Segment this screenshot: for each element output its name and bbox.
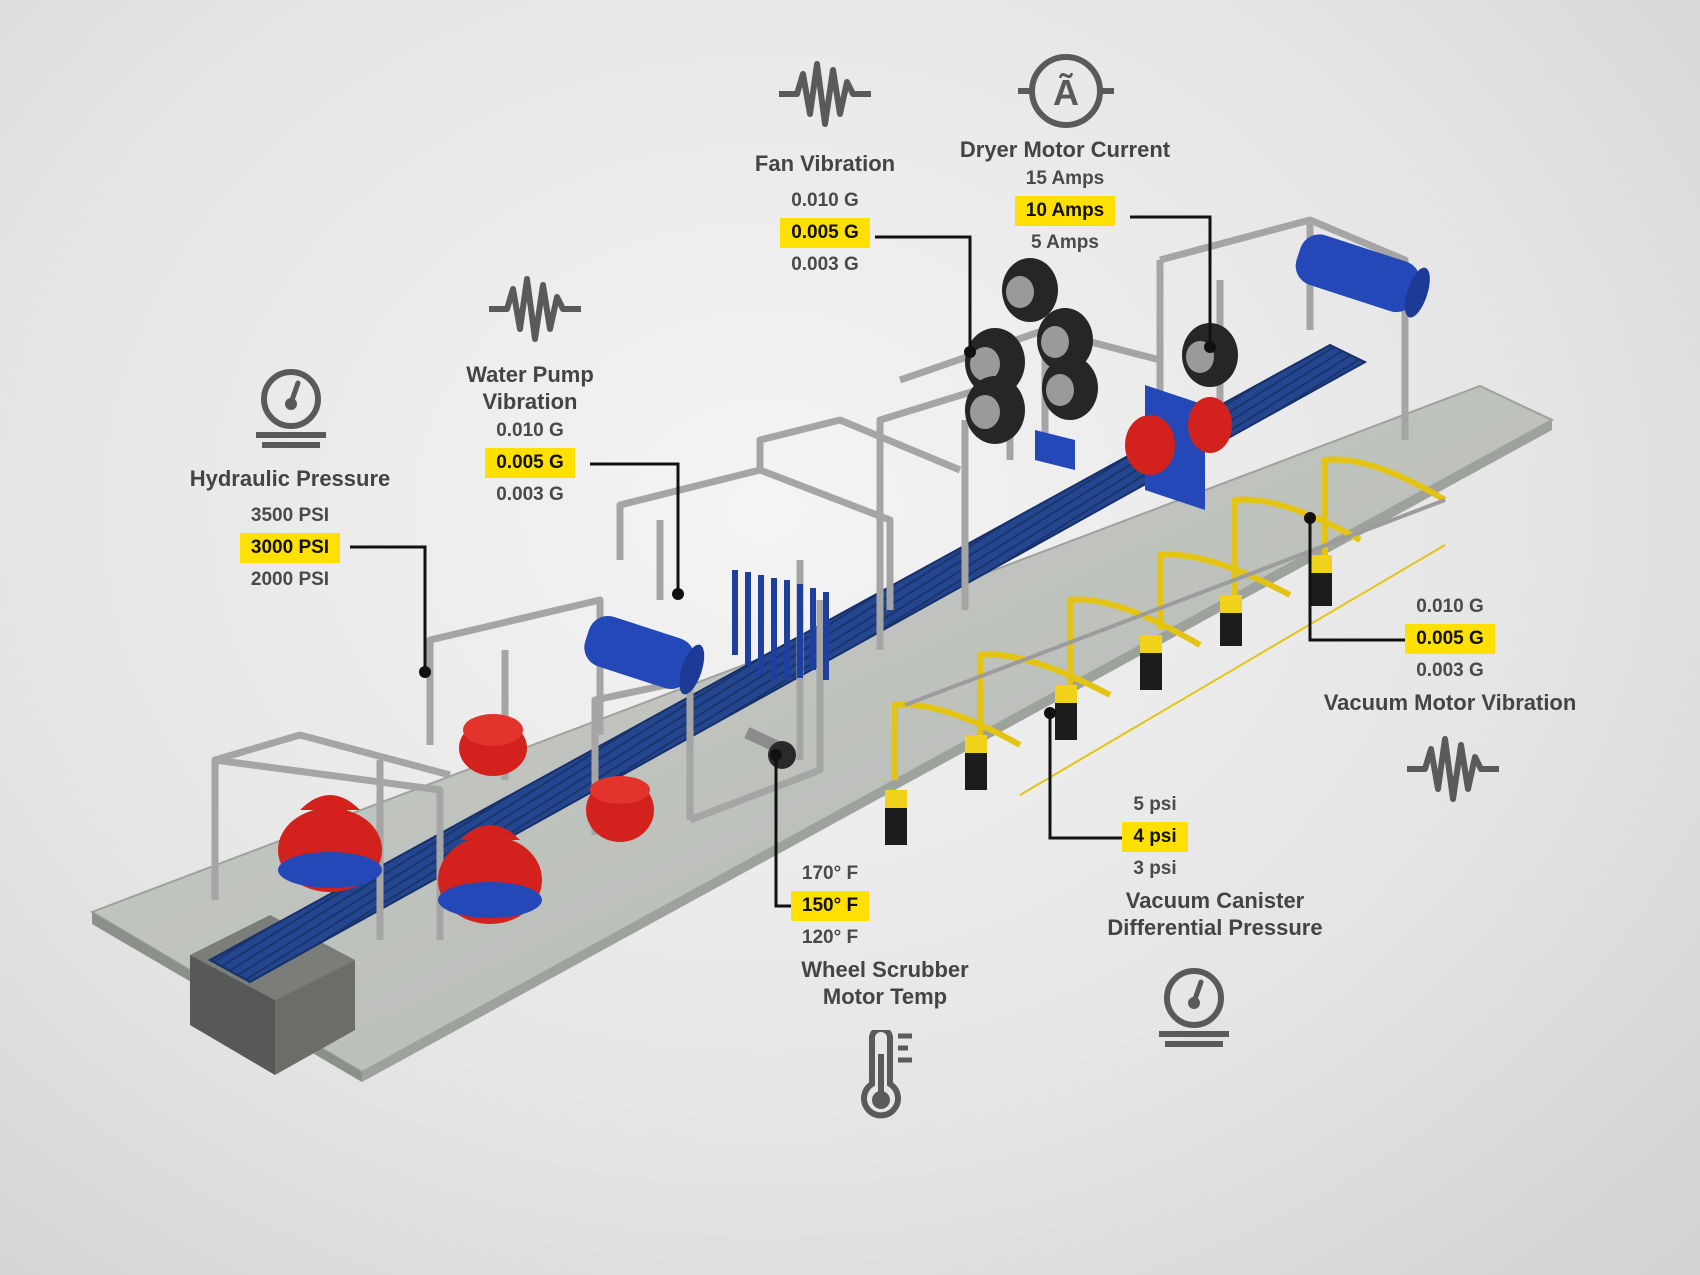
dryer-fans [965,258,1238,510]
dryer-motor-current-callout: Dryer Motor Current 15 Amps 10 Amps 5 Am… [945,136,1185,259]
ammeter-icon-label: Ã [1053,71,1079,113]
vacuum-motor-vibration-callout: 0.010 G 0.005 G 0.003 G Vacuum Motor Vib… [1310,591,1590,716]
lower-limit: 120° F [801,927,859,948]
upper-limit: 5 psi [1133,794,1177,815]
callout-dots [419,341,1316,761]
vacuum-canisters [885,555,1332,845]
upper-limit: 0.010 G [1416,596,1484,617]
current-reading: 0.005 G [1405,624,1495,654]
upper-limit: 170° F [801,863,859,884]
thermometer-icon [858,1030,918,1122]
vacuum-canister-pressure-callout: 5 psi 4 psi 3 psi Vacuum Canister Differ… [1075,789,1355,941]
current-reading: 3000 PSI [239,533,341,563]
lower-limit: 0.003 G [496,484,564,505]
current-reading: 150° F [790,891,870,921]
sensor-title-line-2: Motor Temp [822,984,948,1009]
sensor-title: Water Pump [466,362,594,387]
sensor-title: Dryer Motor Current [959,137,1171,162]
current-reading: 4 psi [1122,822,1188,852]
sensor-title: Fan Vibration [754,151,896,176]
wraparound-brushes [278,714,654,924]
callout-lines [350,215,1408,908]
sensor-title: Vacuum Motor Vibration [1323,690,1577,715]
vacuum-stations [892,456,1447,796]
current-reading: 0.005 G [780,218,870,248]
upper-limit: 0.010 G [791,190,859,211]
pressure-gauge-icon [252,368,330,448]
vibration-wave-icon [777,60,873,128]
current-reading: 0.005 G [485,448,575,478]
vibration-wave-icon [1405,735,1501,803]
wheel-scrubber-motor-temp-callout: 170° F 150° F 120° F Wheel Scrubber Moto… [780,858,990,1010]
fan-vibration-callout: Fan Vibration 0.010 G 0.005 G 0.003 G [725,150,925,281]
lower-limit: 5 Amps [1031,232,1099,253]
top-brushes [584,234,1430,695]
pressure-gauge-icon [1155,967,1233,1047]
water-pump-vibration-callout: Water Pump Vibration 0.010 G 0.005 G 0.0… [430,361,630,511]
vibration-wave-icon [487,275,583,343]
current-reading: 10 Amps [1014,196,1116,226]
lower-limit: 0.003 G [1416,660,1484,681]
sensor-title: Wheel Scrubber [801,957,969,982]
upper-limit: 3500 PSI [250,505,330,526]
sensor-title: Vacuum Canister [1125,888,1305,913]
sensor-title-line-2: Vibration [482,389,578,414]
hydraulic-pressure-callout: Hydraulic Pressure 3500 PSI 3000 PSI 200… [180,465,400,596]
sensor-title-line-2: Differential Pressure [1107,915,1323,940]
lower-limit: 0.003 G [791,254,859,275]
lower-limit: 2000 PSI [250,569,330,590]
mitter-curtain [732,570,829,680]
ammeter-icon: Ã [1018,50,1114,132]
sensor-title: Hydraulic Pressure [189,466,391,491]
upper-limit: 0.010 G [496,420,564,441]
upper-limit: 15 Amps [1025,168,1105,189]
lower-limit: 3 psi [1133,858,1177,879]
